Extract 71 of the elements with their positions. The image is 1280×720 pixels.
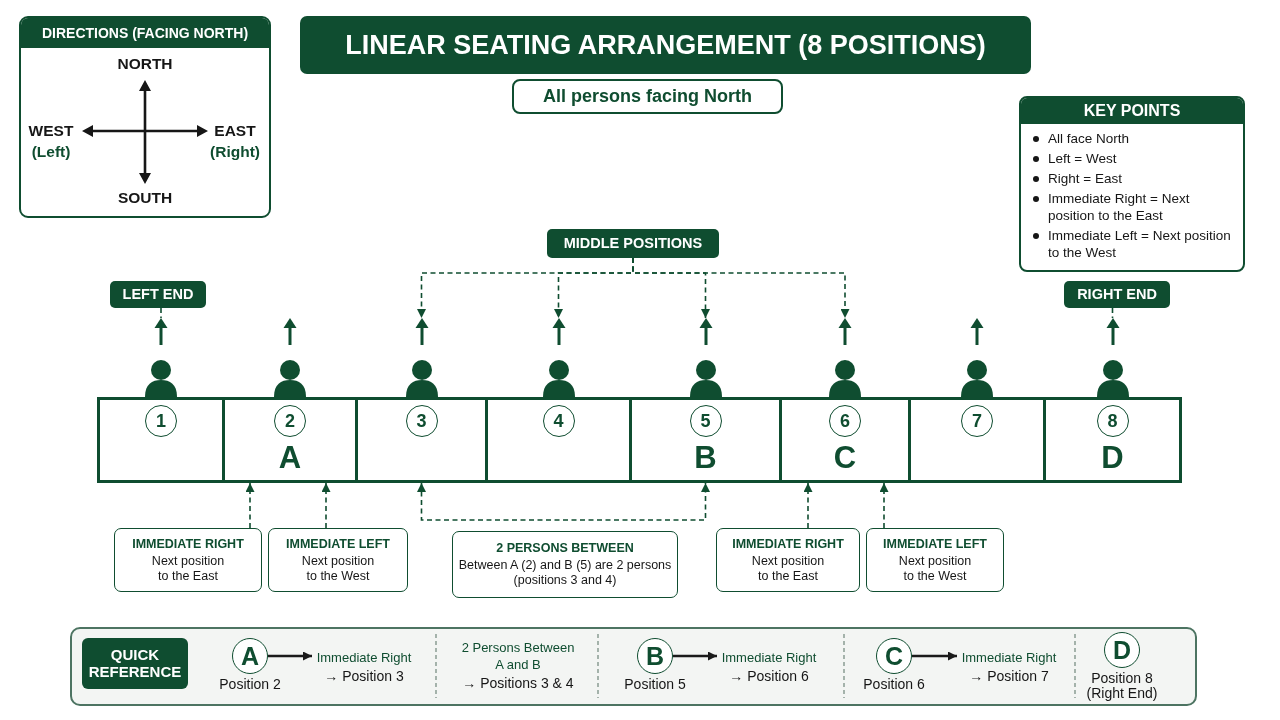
seat-cell <box>1043 397 1182 483</box>
letter-circle: A <box>232 638 268 674</box>
reference-text: Immediate Right → Position 6 <box>717 646 821 688</box>
seat-cell <box>97 397 225 483</box>
key-point: All face North <box>1048 130 1131 147</box>
compass-label: NORTH <box>117 55 173 73</box>
arrow <box>673 651 717 661</box>
position-number: 8 <box>1096 405 1129 437</box>
seat-letter: A <box>278 442 302 474</box>
quick-reference-tag: QUICK REFERENCE <box>82 638 188 689</box>
compass-label: SOUTH <box>117 189 173 207</box>
seat-cell <box>908 397 1046 483</box>
panel-header: DIRECTIONS (FACING NORTH) <box>21 18 269 48</box>
directions-panel <box>19 16 271 218</box>
key-points-panel <box>1019 96 1245 272</box>
dashed-arrow <box>632 257 850 319</box>
dashed-arrow <box>321 482 331 529</box>
arrow <box>268 651 312 661</box>
dashed-arrow <box>245 482 255 529</box>
arrow <box>912 651 957 661</box>
seat-cell <box>222 397 358 483</box>
seat-cell <box>355 397 488 483</box>
position-number: 4 <box>542 405 575 437</box>
seat-letter: D <box>1101 442 1124 474</box>
letter-circle: C <box>876 638 912 674</box>
position-caption: Position 8 (Right End) <box>1085 671 1159 701</box>
callout-box: 2 PERSONS BETWEEN Between A (2) and B (5) are 2 persons (positions 3 and 4) <box>452 531 678 598</box>
position-number: 2 <box>274 405 306 437</box>
compass-label: WEST <box>28 122 74 140</box>
position-number: 6 <box>829 405 861 437</box>
position-number: 5 <box>689 405 722 437</box>
reference-note: → Positions 3 & 4 <box>462 675 574 692</box>
position-number: 1 <box>145 405 177 437</box>
dashed-arrow <box>417 482 710 521</box>
section-tag: RIGHT END <box>1064 281 1170 308</box>
leader-line <box>160 307 162 319</box>
key-point: Immediate Right = Next position to the East <box>1048 190 1191 224</box>
panel-header: KEY POINTS <box>1021 98 1243 124</box>
position-caption: Position 2 <box>219 677 281 692</box>
title-banner: LINEAR SEATING ARRANGEMENT (8 POSITIONS) <box>300 16 1031 74</box>
reference-text: Immediate Right → Position 7 <box>957 646 1061 688</box>
letter-circle: B <box>637 638 673 674</box>
key-point: Right = East <box>1048 170 1123 187</box>
key-point: Immediate Left = Next position to the West <box>1048 227 1232 261</box>
subtitle-box: All persons facing North <box>512 79 783 114</box>
callout-box: IMMEDIATE LEFT Next position to the West <box>866 528 1004 592</box>
position-number: 3 <box>405 405 438 437</box>
compass-label: EAST <box>214 122 256 140</box>
quick-reference-panel <box>70 627 1197 706</box>
dashed-arrow <box>879 482 889 529</box>
letter-circle: D <box>1104 632 1140 668</box>
position-caption: Position 6 <box>863 677 925 692</box>
reference-note: 2 Persons Between A and B <box>460 639 576 673</box>
position-number: 7 <box>961 405 993 437</box>
seat-cell <box>779 397 911 483</box>
compass-label: (Right) <box>210 143 260 161</box>
leader-line <box>1111 307 1114 319</box>
seat-letter: B <box>694 442 717 474</box>
callout-box: IMMEDIATE RIGHT Next position to the East <box>114 528 262 592</box>
section-tag: LEFT END <box>110 281 206 308</box>
key-point: Left = West <box>1048 150 1118 167</box>
dashed-arrow <box>803 482 813 529</box>
seat-cell <box>485 397 632 483</box>
position-caption: Position 5 <box>624 677 686 692</box>
callout-box: IMMEDIATE RIGHT Next position to the East <box>716 528 860 592</box>
seat-letter: C <box>833 442 857 474</box>
callout-box: IMMEDIATE LEFT Next position to the West <box>268 528 408 592</box>
reference-text: Immediate Right → Position 3 <box>312 646 416 688</box>
compass-label: (Left) <box>31 143 71 161</box>
section-tag: MIDDLE POSITIONS <box>547 229 719 258</box>
seat-cell <box>629 397 782 483</box>
